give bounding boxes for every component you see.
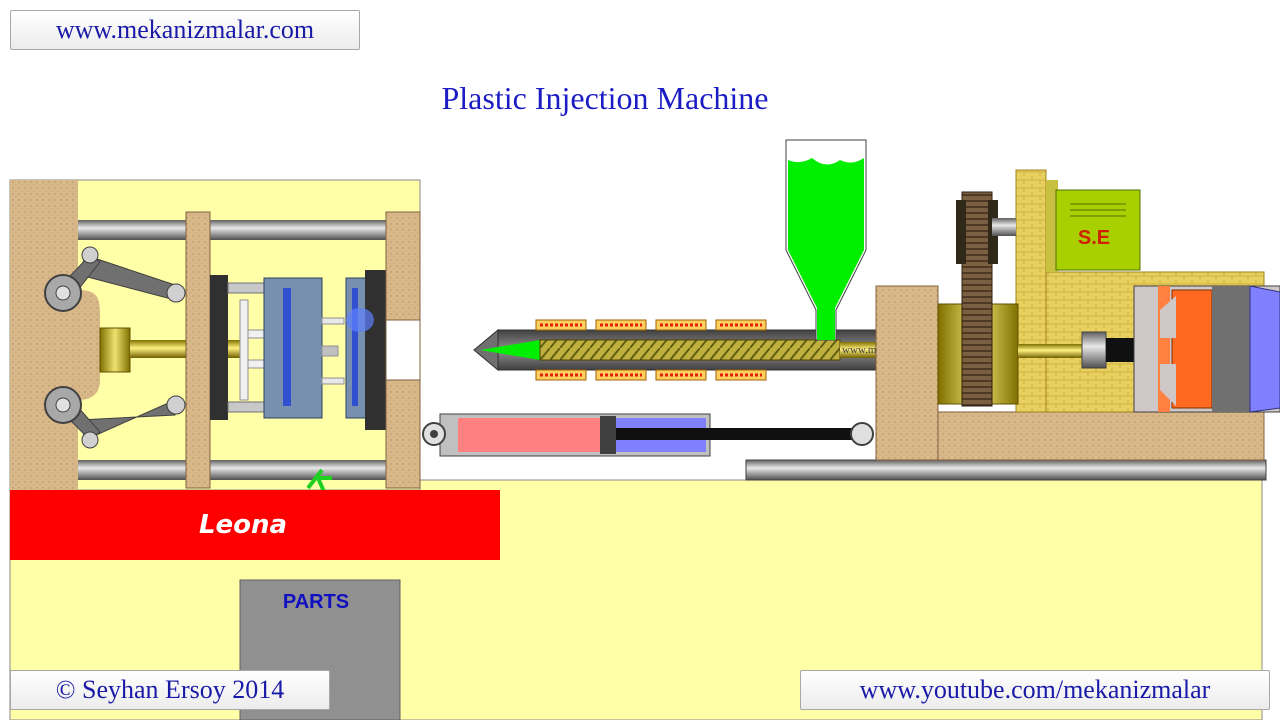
injection-housing — [875, 285, 939, 461]
motor-label: S.E — [1078, 227, 1110, 249]
clamp-ram-block — [99, 327, 131, 373]
screw — [539, 339, 841, 361]
moving-platen — [185, 211, 211, 489]
motor — [1055, 189, 1141, 271]
carriage-piston-rod — [616, 428, 866, 440]
copyright-button[interactable]: © Seyhan Ersoy 2014 — [10, 670, 330, 710]
slide-rail — [745, 459, 1267, 481]
mold-core-half — [263, 277, 323, 419]
website-link-button[interactable]: www.mekanizmalar.com — [10, 10, 360, 50]
base-plate — [10, 490, 500, 560]
motor-mount — [1015, 169, 1047, 413]
main-shaft — [1018, 344, 1088, 358]
parts-label: PARTS — [283, 591, 349, 613]
base-label: Leona — [199, 510, 287, 540]
page-title: Plastic Injection Machine — [441, 80, 769, 116]
tie-bar-top — [78, 220, 388, 240]
drive-gear — [961, 191, 993, 407]
youtube-link-button[interactable]: www.youtube.com/mekanizmalar — [800, 670, 1270, 710]
tie-bar-bottom — [78, 460, 388, 480]
heater-bands — [535, 319, 767, 381]
rear-platen — [10, 180, 78, 490]
